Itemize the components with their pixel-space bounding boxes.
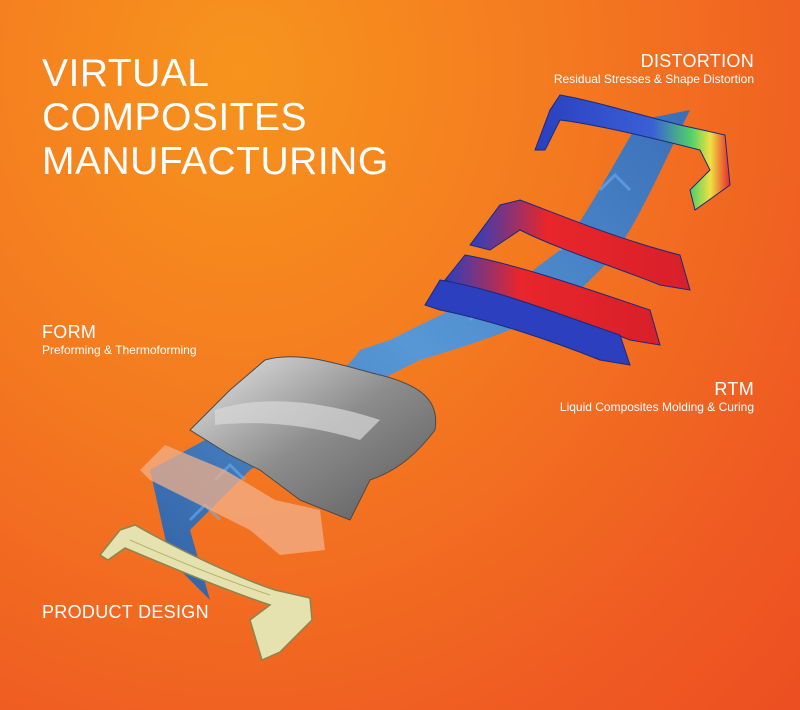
- process-ribbon: [150, 110, 690, 600]
- stage-form-name: FORM: [42, 322, 97, 342]
- stage-rtm: RTM Liquid Composites Molding & Curing: [560, 378, 754, 415]
- rtm-part-1: [469, 199, 691, 291]
- stage-distortion: DISTORTION Residual Stresses & Shape Dis…: [554, 50, 754, 87]
- preform-fold: [215, 401, 380, 440]
- stage-distortion-description: Residual Stresses & Shape Distortion: [553, 72, 754, 86]
- stage-distortion-name: DISTORTION: [640, 51, 754, 71]
- flat-ply: [140, 445, 325, 555]
- stage-product-design-name: PRODUCT DESIGN: [42, 602, 209, 622]
- stage-form: FORM Preforming & Thermoforming: [42, 321, 197, 358]
- preform-part: [189, 356, 437, 521]
- title-line-2: COMPOSITES: [42, 96, 308, 139]
- cad-part: [98, 524, 313, 662]
- stage-form-description: Preforming & Thermoforming: [42, 343, 197, 357]
- stage-rtm-description: Liquid Composites Molding & Curing: [559, 400, 754, 414]
- cad-part-detail: [129, 539, 271, 596]
- stage-product-design: PRODUCT DESIGN: [42, 601, 209, 623]
- title-line-1: VIRTUAL: [42, 52, 210, 95]
- page-title: VIRTUAL COMPOSITES MANUFACTURING: [42, 52, 389, 184]
- stage-rtm-name: RTM: [714, 379, 754, 399]
- title-line-3: MANUFACTURING: [42, 140, 389, 183]
- rtm-part-3: [424, 279, 631, 366]
- distortion-part: [534, 94, 731, 211]
